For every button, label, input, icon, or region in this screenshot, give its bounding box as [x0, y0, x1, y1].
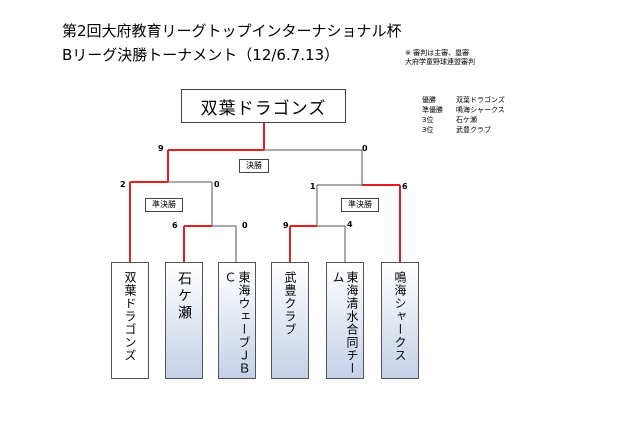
ranking-row: 3位 武豊クラブ: [422, 125, 491, 135]
score-semi-right-b: 6: [402, 182, 408, 191]
team-name: 双葉ドラゴンズ: [123, 271, 137, 362]
umpire-org-note: 大府学童野球連盟審判: [405, 58, 475, 66]
score-semi-left-b: 0: [214, 180, 220, 189]
score-r1-right-a: 9: [283, 221, 289, 230]
ranking-team: 武豊クラブ: [456, 126, 491, 134]
team-box: 鳴海シャークス: [381, 262, 419, 379]
team-name: 鳴海シャークス: [393, 271, 407, 362]
team-box: 双葉ドラゴンズ: [111, 262, 149, 379]
ranking-team: 鳴海シャークス: [456, 106, 505, 114]
team-name: 東海ウェーブＪＢＣ: [223, 271, 251, 375]
team-box: 武豊クラブ: [271, 262, 309, 379]
score-r1-left-b: 0: [242, 221, 248, 230]
page-subtitle: Bリーグ決勝トーナメント（12/6.7.13）: [62, 46, 340, 64]
team-name: 石ケ瀬: [176, 271, 192, 322]
ranking-team: 双葉ドラゴンズ: [456, 96, 505, 104]
ranking-row: 準優勝 鳴海シャークス: [422, 105, 505, 115]
champion-box: 双葉ドラゴンズ: [181, 89, 346, 123]
score-final-right: 0: [362, 144, 368, 153]
team-name: 武豊クラブ: [283, 271, 297, 336]
ranking-team: 石ケ瀬: [456, 116, 477, 124]
ranking-row: 3位 石ケ瀬: [422, 115, 477, 125]
semifinal-right-label: 準決勝: [341, 198, 379, 212]
ranking-position: 準優勝: [422, 106, 443, 114]
semifinal-left-label: 準決勝: [145, 198, 183, 212]
page-title: 第2回大府教育リーグトップインターナショナル杯: [62, 22, 402, 40]
ranking-position: 3位: [422, 126, 434, 134]
ranking-row: 優勝 双葉ドラゴンズ: [422, 95, 505, 105]
score-final-left: 9: [158, 144, 164, 153]
score-r1-right-b: 4: [347, 220, 353, 229]
team-box: 石ケ瀬: [165, 262, 203, 379]
score-r1-left-a: 6: [172, 221, 178, 230]
team-box: 東海清水合同チーム: [326, 262, 364, 379]
umpire-note: ※ 審判は主審、塁審: [405, 49, 470, 57]
final-label: 決勝: [239, 159, 269, 173]
score-semi-right-a: 1: [310, 182, 316, 191]
ranking-position: 優勝: [422, 96, 436, 104]
score-semi-left-a: 2: [120, 180, 126, 189]
ranking-position: 3位: [422, 116, 434, 124]
team-box: 東海ウェーブＪＢＣ: [218, 262, 256, 379]
team-name: 東海清水合同チーム: [331, 271, 359, 375]
